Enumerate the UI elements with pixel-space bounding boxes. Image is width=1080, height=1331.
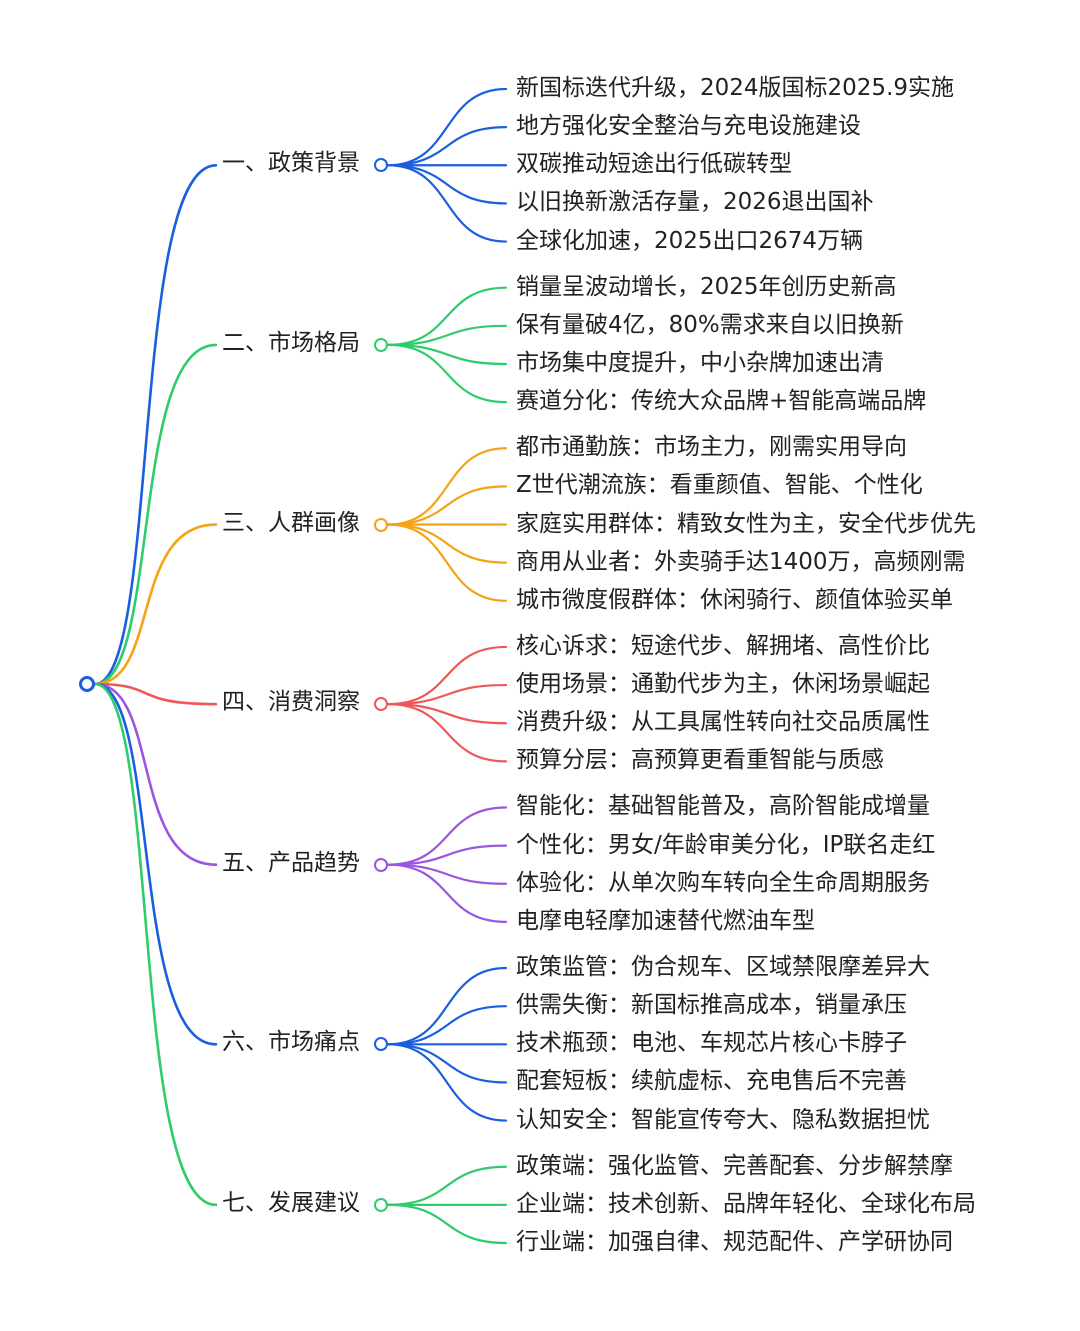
branch-node[interactable]: [374, 1197, 388, 1212]
branch-1-leaf-edge-5: [386, 164, 508, 243]
branch-7-leaf-edge-1: [386, 1165, 508, 1206]
branch-3-leaf-edge-1: [386, 447, 508, 526]
branch-label[interactable]: 二、市场格局: [222, 329, 360, 356]
leaf-label[interactable]: 城市微度假群体：休闲骑行、颜值体验买单: [516, 586, 953, 613]
leaf-label[interactable]: 地方强化安全整治与充电设施建设: [516, 113, 861, 140]
branch-6-leaf-edge-1: [386, 966, 508, 1046]
leaf-label[interactable]: 消费升级：从工具属性转向社交品质属性: [516, 709, 930, 736]
root-edge-2: [93, 343, 218, 686]
branch-label[interactable]: 七、发展建议: [222, 1189, 360, 1216]
leaf-label[interactable]: 保有量破4亿，80%需求来自以旧换新: [516, 311, 904, 338]
branch-3-leaf-edge-4: [386, 523, 508, 564]
root-node[interactable]: [79, 676, 95, 692]
leaf-label[interactable]: 认知安全：智能宣传夸大、隐私数据担忧: [516, 1106, 930, 1133]
branch-label[interactable]: 一、政策背景: [222, 150, 360, 177]
leaf-label[interactable]: 都市通勤族：市场主力，刚需实用导向: [516, 434, 907, 461]
root-edge-5: [93, 682, 218, 866]
root-edge-1: [93, 163, 218, 686]
leaf-label[interactable]: 全球化加速，2025出口2674万辆: [516, 227, 864, 254]
leaf-label[interactable]: 以旧换新激活存量，2026退出国补: [516, 189, 874, 216]
branch-5-leaf-edge-4: [386, 863, 508, 923]
branch-1-leaf-edge-2: [386, 126, 508, 167]
leaf-label[interactable]: Z世代潮流族：看重颜值、智能、个性化: [516, 472, 923, 499]
branch-4-leaf-edge-3: [386, 703, 508, 725]
branch-5-leaf-edge-2: [386, 844, 508, 866]
branch-5-leaf-edge-3: [386, 863, 508, 885]
branch-6-leaf-edge-4: [386, 1043, 508, 1084]
leaf-label[interactable]: 行业端：加强自律、规范配件、产学研协同: [516, 1229, 953, 1255]
leaf-label[interactable]: 家庭实用群体：精致女性为主，安全代步优先: [516, 510, 976, 537]
branch-node[interactable]: [374, 337, 388, 352]
root-edge-3: [93, 523, 218, 686]
leaf-label[interactable]: 个性化：男女/年龄审美分化，IP联名走红: [516, 831, 936, 858]
branch-node[interactable]: [374, 857, 388, 872]
branch-3-leaf-edge-2: [386, 485, 508, 526]
leaf-label[interactable]: 预算分层：高预算更看重智能与质感: [516, 747, 884, 774]
leaf-label[interactable]: 双碳推动短途出行低碳转型: [516, 151, 792, 178]
leaf-label[interactable]: 使用场景：通勤代步为主，休闲场景崛起: [516, 671, 930, 698]
branch-4-leaf-edge-1: [386, 645, 508, 706]
leaf-label[interactable]: 政策端：强化监管、完善配套、分步解禁摩: [516, 1152, 953, 1179]
branch-2-leaf-edge-4: [386, 343, 508, 404]
branch-6-leaf-edge-5: [386, 1043, 508, 1122]
leaf-label[interactable]: 技术瓶颈：电池、车规芯片核心卡脖子: [516, 1030, 907, 1057]
branch-label[interactable]: 四、消费洞察: [222, 689, 360, 716]
leaf-label[interactable]: 智能化：基础智能普及，高阶智能成增量: [516, 793, 930, 820]
branch-1-leaf-edge-4: [386, 164, 508, 205]
branch-label[interactable]: 三、人群画像: [222, 509, 360, 536]
branch-label[interactable]: 六、市场痛点: [222, 1029, 360, 1056]
branch-node[interactable]: [374, 697, 388, 712]
root-edge-4: [93, 682, 218, 706]
leaf-label[interactable]: 商用从业者：外卖骑手达1400万，高频刚需: [516, 548, 966, 575]
branch-4-leaf-edge-4: [386, 703, 508, 763]
branch-node[interactable]: [374, 517, 388, 532]
leaf-label[interactable]: 销量呈波动增长，2025年创历史新高: [516, 273, 897, 300]
leaf-label[interactable]: 配套短板：续航虚标、充电售后不完善: [516, 1068, 907, 1095]
leaf-label[interactable]: 新国标迭代升级，2024版国标2025.9实施: [516, 75, 955, 101]
branch-2-leaf-edge-3: [386, 343, 508, 366]
branch-2-leaf-edge-1: [386, 286, 508, 346]
leaf-label[interactable]: 市场集中度提升，中小杂牌加速出清: [516, 349, 884, 376]
leaf-label[interactable]: 政策监管：伪合规车、区域禁限摩差异大: [516, 954, 930, 981]
leaf-label[interactable]: 赛道分化：传统大众品牌+智能高端品牌: [516, 388, 927, 415]
branch-5-leaf-edge-1: [386, 806, 508, 866]
root-edge-7: [93, 682, 218, 1207]
leaf-label[interactable]: 核心诉求：短途代步、解拥堵、高性价比: [516, 632, 930, 659]
branch-6-leaf-edge-2: [386, 1005, 508, 1046]
branch-label[interactable]: 五、产品趋势: [222, 849, 360, 876]
leaf-label[interactable]: 企业端：技术创新、品牌年轻化、全球化布局: [516, 1190, 976, 1217]
branch-2-leaf-edge-2: [386, 324, 508, 346]
leaf-label[interactable]: 体验化：从单次购车转向全生命周期服务: [516, 869, 930, 896]
leaf-label[interactable]: 供需失衡：新国标推高成本，销量承压: [516, 992, 907, 1019]
root-edge-6: [93, 682, 218, 1046]
branch-node[interactable]: [374, 1037, 388, 1052]
branch-7-leaf-edge-3: [386, 1203, 508, 1245]
branch-4-leaf-edge-2: [386, 683, 508, 706]
branch-node[interactable]: [374, 158, 388, 173]
leaf-label[interactable]: 电摩电轻摩加速替代燃油车型: [516, 907, 815, 934]
branch-1-leaf-edge-1: [386, 87, 508, 167]
branch-3-leaf-edge-5: [386, 523, 508, 602]
